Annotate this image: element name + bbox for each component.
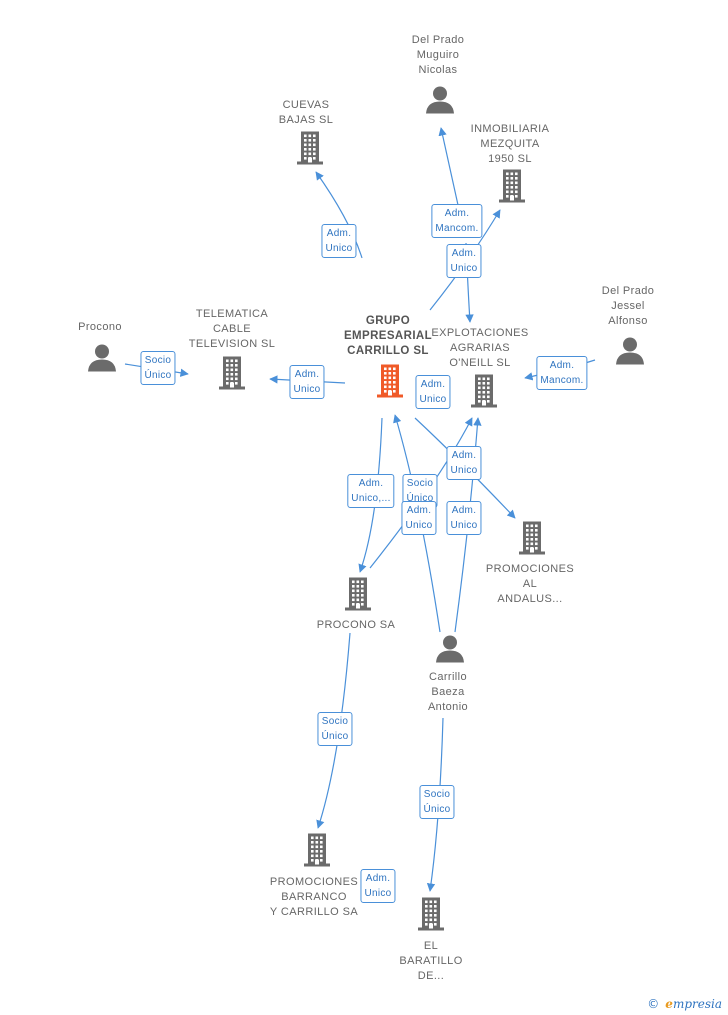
role-badge[interactable]: Adm. Unico [446, 446, 482, 480]
node-label-delprado-muguiro[interactable]: Del Prado Muguiro Nicolas [411, 34, 465, 76]
company-building-icon[interactable] [417, 897, 445, 936]
company-building-icon[interactable] [344, 577, 372, 616]
role-badge[interactable]: Adm. Unico [360, 869, 396, 903]
company-building-icon[interactable] [296, 131, 324, 170]
role-badge[interactable]: Adm. Unico,... [347, 474, 395, 508]
brand-footer: © empresia [647, 997, 722, 1011]
role-badge[interactable]: Adm. Unico [321, 224, 357, 258]
role-badge[interactable]: Adm. Mancom. [431, 204, 483, 238]
brand-e: e [665, 997, 673, 1011]
node-label-promociones-andalus[interactable]: PROMOCIONES AL ANDALUS... [485, 563, 575, 605]
role-badge[interactable]: Adm. Mancom. [536, 356, 588, 390]
node-label-procono-sa[interactable]: PROCONO SA [316, 619, 396, 631]
relationship-edge [438, 127, 459, 206]
company-building-icon[interactable] [518, 521, 546, 560]
node-label-inmobiliaria[interactable]: INMOBILIARIA MEZQUITA 1950 SL [470, 123, 550, 165]
role-badge[interactable]: Adm. Unico [289, 365, 325, 399]
company-building-icon[interactable] [303, 833, 331, 872]
node-label-carrillo[interactable]: Carrillo Baeza Antonio [427, 671, 469, 713]
node-label-explotaciones[interactable]: EXPLOTACIONES AGRARIAS O'NEILL SL [431, 327, 529, 369]
relationship-edge [315, 171, 363, 259]
role-badge[interactable]: Socio Único [419, 785, 455, 819]
person-icon[interactable] [87, 343, 117, 378]
role-badge[interactable]: Socio Único [317, 712, 353, 746]
person-icon[interactable] [425, 85, 455, 120]
role-badge[interactable]: Adm. Unico [415, 375, 451, 409]
person-icon[interactable] [615, 336, 645, 371]
node-label-grupo[interactable]: GRUPO EMPRESARIAL CARRILLO SL [343, 315, 433, 357]
company-building-icon[interactable] [498, 169, 526, 208]
node-label-cuevas[interactable]: CUEVAS BAJAS SL [278, 99, 334, 126]
node-label-procono-p[interactable]: Procono [78, 321, 122, 333]
role-badge[interactable]: Socio Único [140, 351, 176, 385]
role-badge[interactable]: Adm. Unico [446, 244, 482, 278]
node-label-promociones-barranco[interactable]: PROMOCIONES BARRANCO Y CARRILLO SA [269, 876, 359, 918]
node-label-delprado-jessel[interactable]: Del Prado Jessel Alfonso [601, 285, 655, 327]
copyright-mark: © [647, 997, 660, 1011]
person-icon[interactable] [435, 634, 465, 669]
main-company-building-icon[interactable] [375, 364, 405, 403]
company-building-icon[interactable] [218, 356, 246, 395]
brand-name: mpresia [672, 997, 722, 1011]
node-label-baratillo[interactable]: EL BARATILLO DE... [399, 940, 463, 982]
company-building-icon[interactable] [470, 374, 498, 413]
role-badge[interactable]: Adm. Unico [401, 501, 437, 535]
role-badge[interactable]: Adm. Unico [446, 501, 482, 535]
node-label-telematica[interactable]: TELEMATICA CABLE TELEVISION SL [188, 308, 276, 350]
